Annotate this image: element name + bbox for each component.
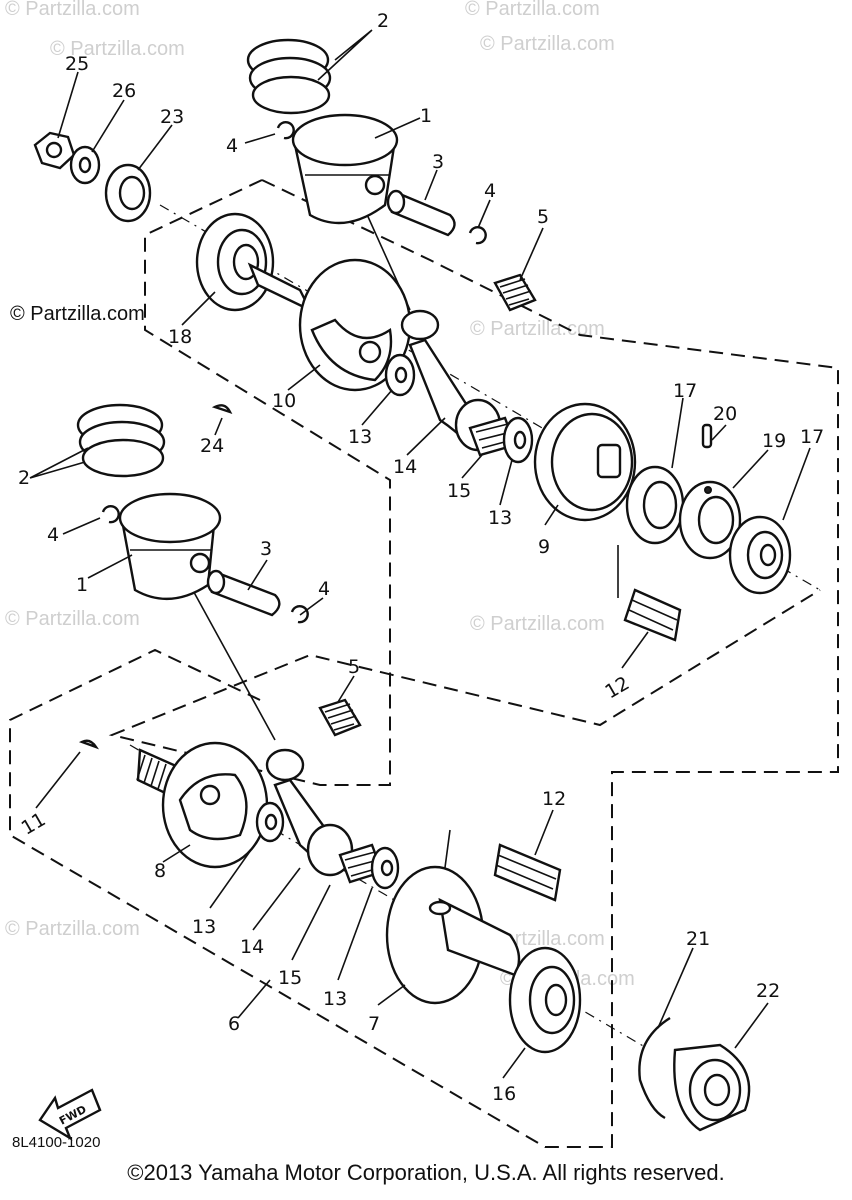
callout-number: 1 xyxy=(76,574,88,596)
dowel-pin xyxy=(701,423,713,449)
upper-piston-pin xyxy=(386,189,456,237)
diagram-code: 8L4100-1020 xyxy=(12,1134,100,1151)
callout-number: 4 xyxy=(226,135,238,157)
callout-number: 9 xyxy=(538,536,550,558)
callout-number: 17 xyxy=(673,380,697,402)
callout-number: 16 xyxy=(492,1083,516,1105)
leader-lines xyxy=(29,29,811,1079)
lower-piston xyxy=(118,492,222,600)
upper-right-bearing xyxy=(625,465,685,545)
lower-crank-web-left xyxy=(161,741,269,869)
callout-number: 2 xyxy=(18,467,30,489)
seal-retainer-clip xyxy=(638,1016,671,1120)
callout-number: 17 xyxy=(800,426,824,448)
lower-needle-bearing-small xyxy=(318,698,362,737)
assembly-boundaries xyxy=(9,179,839,1148)
upper-conrod-washer xyxy=(384,353,416,397)
callout-numbers: 2 1 4 3 4 5 25 26 23 18 10 13 14 15 13 9… xyxy=(18,10,825,1105)
upper-pin-circlip xyxy=(468,226,487,245)
callout-number: 24 xyxy=(200,435,224,457)
woodruff-key-lower xyxy=(78,739,100,750)
watermark: © Partzilla.com xyxy=(470,318,605,340)
callout-number: 14 xyxy=(393,456,417,478)
callout-number: 4 xyxy=(484,180,496,202)
oil-seal-housing xyxy=(673,1043,751,1132)
callout-number: 1 xyxy=(420,105,432,127)
callout-number: 20 xyxy=(713,403,737,425)
watermark: © Partzilla.com xyxy=(5,918,140,940)
callout-number: 23 xyxy=(160,106,184,128)
callout-number: 13 xyxy=(488,507,512,529)
upper-needle-bearing-small xyxy=(493,273,537,312)
callout-number: 13 xyxy=(192,916,216,938)
lower-piston-circlip xyxy=(101,505,120,524)
callout-number: 13 xyxy=(348,426,372,448)
callout-number: 7 xyxy=(368,1013,380,1035)
washer xyxy=(69,145,101,185)
callout-number: 3 xyxy=(260,538,272,560)
callout-number: 15 xyxy=(278,967,302,989)
callout-number: 11 xyxy=(18,808,50,839)
callout-number: 12 xyxy=(601,672,633,703)
callout-number: 5 xyxy=(537,206,549,228)
upper-crank-boundary-right xyxy=(9,179,839,1148)
callout-number: 4 xyxy=(47,524,59,546)
callout-number: 21 xyxy=(686,928,710,950)
woodruff-key-upper xyxy=(211,404,233,415)
watermark: © Partzilla.com xyxy=(5,0,140,20)
upper-piston xyxy=(291,113,399,225)
lower-right-bearing xyxy=(508,946,582,1054)
callout-number: 22 xyxy=(756,980,780,1002)
callout-number: 12 xyxy=(542,788,566,810)
oil-seal xyxy=(104,163,152,223)
callout-number: 13 xyxy=(323,988,347,1010)
center-bearing xyxy=(728,515,792,595)
upper-crank-pin xyxy=(623,588,682,642)
lower-conrod-washer xyxy=(255,801,285,843)
watermark: © Partzilla.com xyxy=(50,38,185,60)
copyright-notice: ©2013 Yamaha Motor Corporation, U.S.A. A… xyxy=(127,1160,725,1185)
watermark: © Partzilla.com xyxy=(5,608,140,630)
nut xyxy=(33,131,76,170)
callout-number: 6 xyxy=(228,1013,240,1035)
forward-direction-arrow: FWD xyxy=(38,1088,102,1141)
lower-big-end-washer xyxy=(370,846,400,890)
callout-number: 14 xyxy=(240,936,264,958)
callout-number: 10 xyxy=(272,390,296,412)
upper-piston-rings xyxy=(246,38,332,115)
callout-number: 15 xyxy=(447,480,471,502)
lower-piston-rings xyxy=(76,403,166,478)
callout-number: 26 xyxy=(112,80,136,102)
callout-number: 19 xyxy=(762,430,786,452)
upper-left-bearing xyxy=(195,212,275,312)
callout-number: 4 xyxy=(318,578,330,600)
watermark: © Partzilla.com xyxy=(470,613,605,635)
upper-crank-web-right xyxy=(533,402,637,522)
upper-big-end-washer xyxy=(502,416,534,464)
callout-number: 8 xyxy=(154,860,166,882)
upper-crank-web-left xyxy=(298,258,412,392)
lower-crank-web-right xyxy=(385,865,521,1005)
callout-number: 3 xyxy=(432,151,444,173)
center-bearing-ring xyxy=(678,480,742,560)
callout-number: 25 xyxy=(65,53,89,75)
upper-piston-circlip xyxy=(276,121,295,140)
callout-number: 2 xyxy=(377,10,389,32)
watermark: © Partzilla.com xyxy=(465,0,600,20)
watermark: © Partzilla.com xyxy=(480,33,615,55)
lower-piston-pin xyxy=(206,569,281,617)
callout-number: 5 xyxy=(348,656,360,678)
lower-crank-pin xyxy=(493,843,562,902)
upper-crank-boundary xyxy=(108,179,821,786)
callout-number: 18 xyxy=(168,326,192,348)
side-watermark: © Partzilla.com xyxy=(10,303,145,325)
